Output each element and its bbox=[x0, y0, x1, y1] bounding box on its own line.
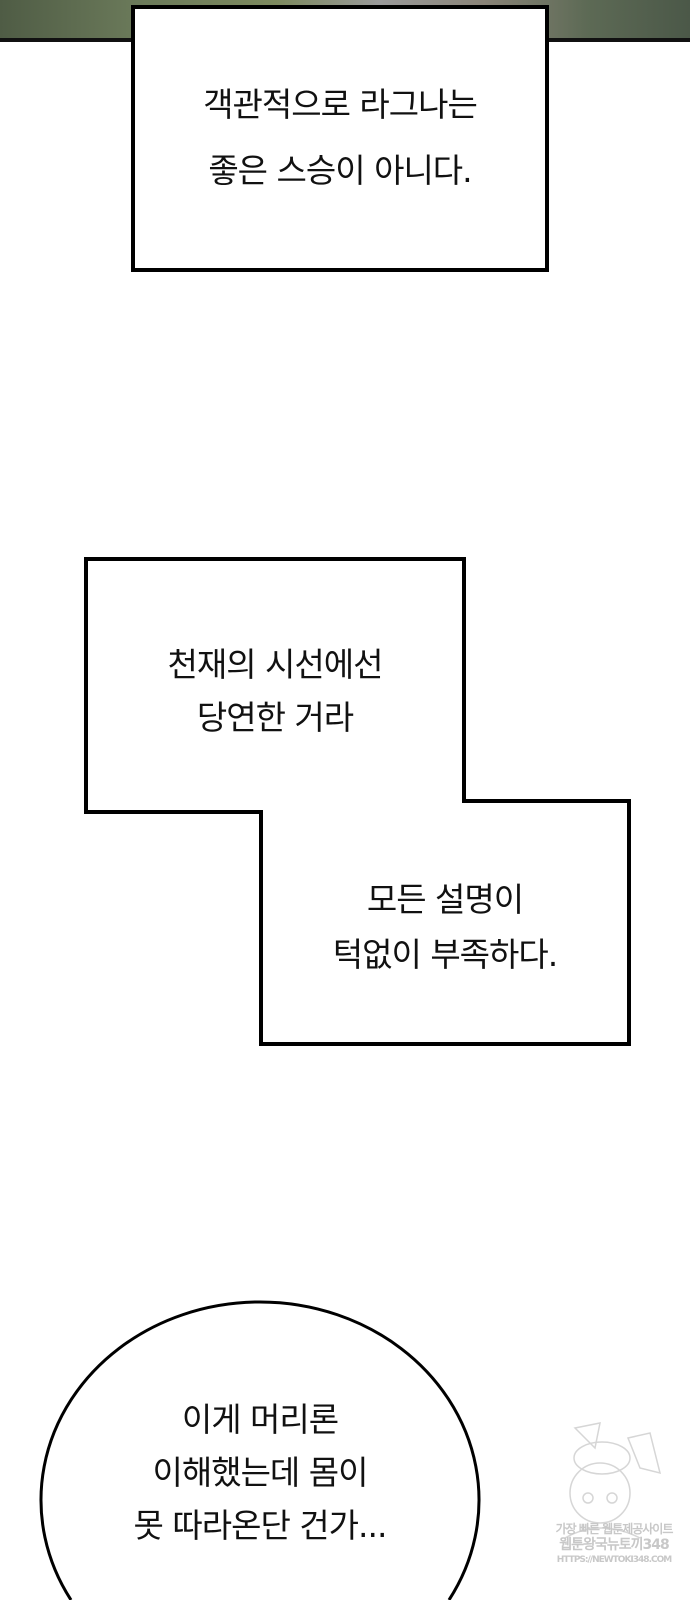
caption-box-1 bbox=[131, 5, 549, 272]
speech-line-3: 못 따라온단 건가... bbox=[133, 1506, 388, 1545]
caption-1-line-1: 객관적으로 라그나는 bbox=[203, 85, 478, 124]
watermark-line-1: 가장 빠른 웹툰제공사이트 bbox=[555, 1522, 674, 1536]
speech-line-2: 이해했는데 몸이 bbox=[152, 1453, 368, 1492]
caption-3-line-2: 턱없이 부족하다. bbox=[332, 935, 559, 974]
caption-1-line-2: 좋은 스승이 아니다. bbox=[208, 151, 472, 190]
caption-2-line-1: 천재의 시선에선 bbox=[167, 645, 383, 684]
watermark-line-2: 웹툰왕국뉴토끼348 bbox=[559, 1537, 669, 1553]
caption-3-line-1: 모든 설명이 bbox=[366, 880, 524, 919]
speech-bubble-outline bbox=[39, 1300, 481, 1600]
watermark-line-3: HTTPS://NEWTOKI348.COM bbox=[556, 1555, 672, 1565]
speech-line-1: 이게 머리론 bbox=[181, 1400, 339, 1439]
watermark-mascot-icon bbox=[564, 1422, 662, 1539]
caption-2-line-2: 당연한 거라 bbox=[196, 698, 354, 737]
